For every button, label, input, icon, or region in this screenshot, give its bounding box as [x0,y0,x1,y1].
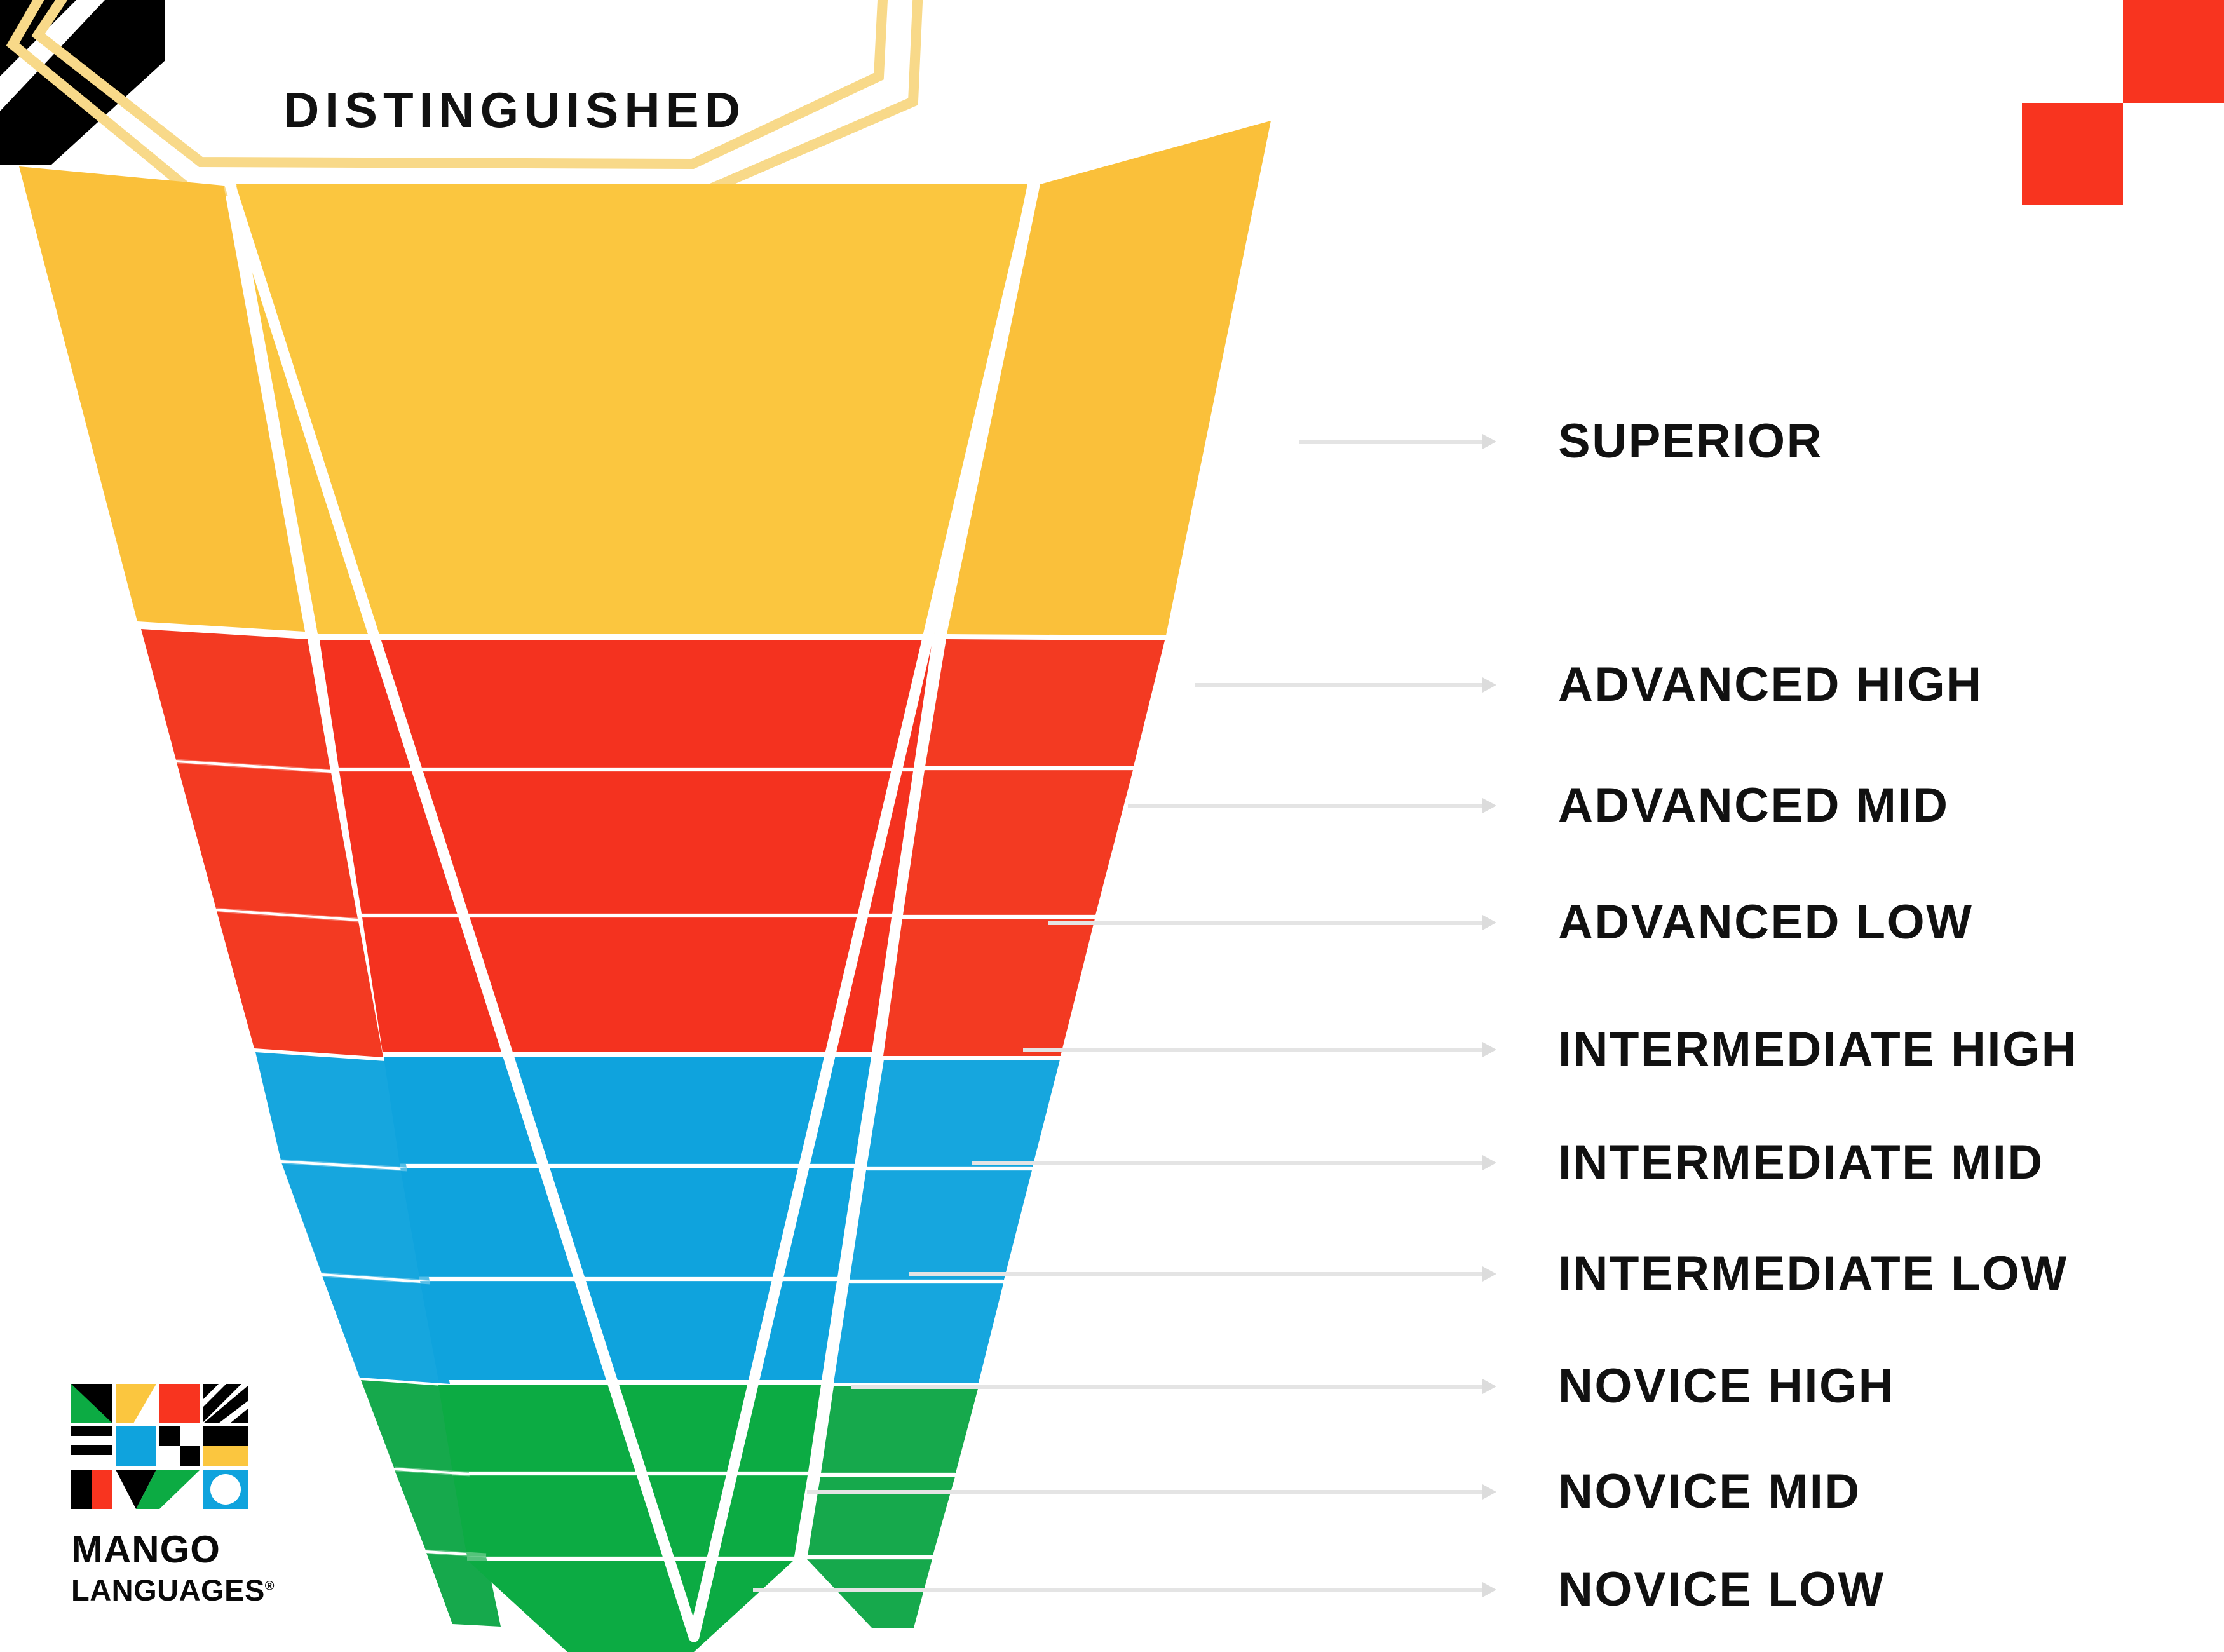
mango-languages-logo: MANGO LANGUAGES® [71,1384,275,1606]
funnel-advanced-left-facet-mid [177,762,358,919]
leader-line [1128,804,1482,808]
funnel-advanced-front-low [362,917,892,1052]
funnel-novice-front-low [468,1561,794,1652]
checker-squares-decoration [2022,0,2224,205]
leader-arrow-icon [1482,434,1496,449]
leader-line [851,1385,1482,1389]
funnel-intermediate-right-facet-high [867,1060,1060,1167]
funnel-novice-right-facet-high [821,1386,979,1473]
leader-arrow-icon [1482,1042,1496,1057]
mango-brand-line2: LANGUAGES® [71,1575,275,1605]
mango-brand-line2-text: LANGUAGES [71,1573,265,1607]
leader-arrow-icon [1482,1484,1496,1500]
leader-arrow-icon [1482,915,1496,930]
funnel-intermediate-front-low [420,1281,837,1380]
level-label-novice-low: NOVICE LOW [1558,1562,1885,1616]
level-label-novice-mid: NOVICE MID [1558,1465,1861,1519]
mango-brand-line1: MANGO [71,1528,220,1571]
funnel-intermediate-front-high [384,1057,871,1164]
leader-arrow-icon [1482,1155,1496,1170]
funnel-advanced-left-facet-high [141,629,330,770]
leader-line [909,1272,1482,1276]
distinguished-hexagon [6,0,923,200]
level-label-advanced-mid: ADVANCED MID [1558,778,1949,832]
proficiency-funnel-graphic [6,0,1271,1652]
leader-line [1048,921,1482,925]
funnel-intermediate-front-mid [400,1168,854,1277]
level-label-advanced-low: ADVANCED LOW [1558,895,1974,949]
funnel-advanced-right-facet-mid [903,770,1133,915]
funnel-novice-right-facet-low [807,1559,932,1628]
distinguished-label: DISTINGUISHED [283,82,747,138]
leader-arrow-icon [1482,677,1496,693]
leader-arrow-icon [1482,1379,1496,1394]
funnel-superior-left-facet [19,166,305,632]
funnel-advanced-right-facet-high [925,639,1165,766]
funnel-intermediate-left-facet-mid [281,1163,430,1281]
level-label-novice-high: NOVICE HIGH [1558,1359,1895,1413]
leader-line [1299,440,1482,444]
funnel-advanced-right-facet-low [883,919,1095,1056]
leader-line [753,1588,1482,1592]
funnel-novice-right-facet-mid [808,1477,955,1555]
funnel-intermediate-right-facet-low [834,1283,1003,1383]
funnel-intermediate-left-facet-high [255,1052,407,1168]
funnel-advanced-left-facet-low [217,911,383,1057]
funnel-superior-front [236,184,1027,634]
leader-arrow-icon [1482,1266,1496,1282]
funnel-novice-front-mid [453,1475,808,1557]
funnel-superior-right-facet [947,121,1271,635]
funnel-advanced-front-high [320,640,932,768]
leader-arrow-icon [1482,798,1496,813]
leader-line [972,1161,1482,1165]
registered-trademark-icon: ® [264,1579,275,1594]
mango-logo-mark [71,1384,248,1509]
funnel-intermediate-right-facet-mid [850,1170,1032,1280]
mango-wordmark: MANGO LANGUAGES® [71,1528,275,1606]
leader-arrow-icon [1482,1582,1496,1597]
leader-line [807,1490,1482,1494]
diagonal-stripes-decoration [0,0,165,165]
level-label-intermediate-low: INTERMEDIATE LOW [1558,1247,2068,1301]
level-label-intermediate-mid: INTERMEDIATE MID [1558,1135,2044,1189]
leader-line [1023,1048,1482,1052]
level-label-intermediate-high: INTERMEDIATE HIGH [1558,1022,2078,1076]
level-label-advanced-high: ADVANCED HIGH [1558,658,1983,712]
funnel-advanced-front-mid [339,771,913,914]
leader-line [1195,683,1482,687]
level-label-superior: SUPERIOR [1558,414,1823,468]
funnel-intermediate-left-facet-low [322,1276,450,1384]
